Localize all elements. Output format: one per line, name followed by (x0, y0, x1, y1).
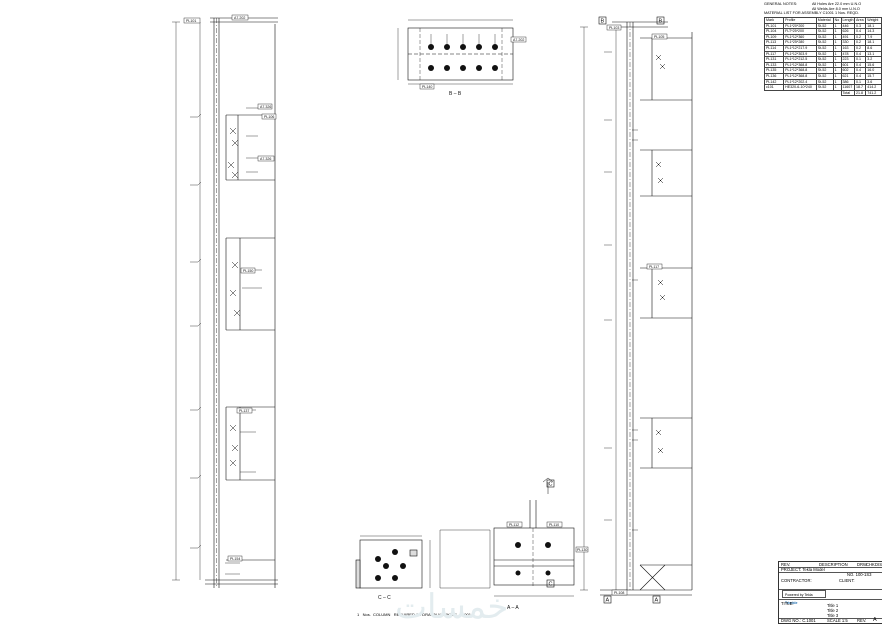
material-cell: PL133 (763, 61, 785, 69)
right-column-elevation (580, 21, 693, 596)
marker-a-right: A (655, 598, 659, 604)
project-row: PROJECT: Tekla Model (779, 567, 882, 573)
material-cell: 1 (832, 67, 842, 74)
marker-c-bottom: C (549, 582, 553, 588)
tag-left-154: PL154 (230, 557, 240, 561)
tag-bb-140: PL140 (422, 85, 432, 89)
tag-weld-1: A7.202 (234, 16, 245, 20)
tag-right-108: PL108 (614, 591, 624, 595)
assembly-line: MATERIAL LIST FOR ASSEMBLY C1001 1 Nos. … (764, 11, 860, 15)
welds-note: All Welds Are 8.0 mm U.N.O (812, 6, 860, 11)
job-no-row: NO. 100-1S3 (847, 572, 872, 577)
tag-left-150: PL150 (243, 269, 253, 273)
material-cell: St-52 (815, 78, 834, 86)
material-cell: 1 (832, 84, 842, 91)
general-notes: GENERAL NOTES: All Holes Are 22.0 mm U.N… (764, 2, 882, 16)
material-header-cell: Mark (763, 17, 785, 24)
holes-note: All Holes Are 22.0 mm U.N.O (812, 2, 862, 6)
material-cell: 18.7 (853, 84, 867, 91)
tag-left-137: PL137 (239, 409, 249, 413)
material-cell: PL142 (763, 78, 785, 86)
tag-right-105: PL105 (654, 35, 664, 39)
section-aa-label: A – A (507, 605, 519, 611)
material-cell: St-52 (815, 67, 834, 74)
material-cell: PL101 (763, 22, 785, 30)
material-cell: 1 (832, 78, 842, 86)
tag-right-117: PL117 (649, 265, 659, 269)
material-cell: 15.6 (865, 61, 882, 69)
material-cell: St-52 (815, 61, 834, 69)
drawing-number-row: DWG NO.: C.1001 SCALE 1:5 REV. A (781, 617, 877, 623)
general-notes-title: GENERAL NOTES: (764, 2, 798, 6)
material-header-cell: Material (815, 17, 834, 24)
material-cell: c101 (763, 84, 785, 91)
material-header-cell: Area (853, 17, 867, 24)
material-cell: HE320-6-10*240 (783, 84, 817, 91)
tag-weld-4: A7.326 (260, 157, 271, 161)
material-cell: St-52 (815, 72, 834, 80)
material-cell: 0.4 (853, 61, 867, 69)
marker-b-right: B (659, 19, 663, 25)
trimble-logo: Powered by Tekla Trimble (782, 590, 826, 605)
tag-aa-112: PL112 (509, 523, 519, 527)
material-cell: 0.3 (853, 22, 867, 30)
material-cell: St-52 (815, 22, 834, 30)
tag-weld-3: A7.326 (260, 105, 271, 109)
section-bb-label: B – B (449, 91, 462, 97)
tag-weld-2: A7.202 (513, 38, 524, 42)
material-list-total: Total 21.8 741.2 (765, 89, 882, 97)
section-cc-label: C – C (378, 595, 391, 601)
tag-left-top: PL101 (186, 19, 196, 23)
material-cell: 0.1 (853, 78, 867, 86)
watermark: خمسات (395, 588, 509, 626)
material-cell: PL135 (763, 67, 785, 74)
section-cc-view (355, 535, 431, 589)
material-cell: 3.6 (865, 78, 882, 86)
material-cell: 15.7 (865, 72, 882, 80)
contractor-row: CONTRACTOR: CLIENT: (779, 577, 882, 590)
marker-b-left: B (601, 19, 605, 25)
material-cell: 0.4 (853, 67, 867, 74)
tag-left-106: PL106 (264, 115, 274, 119)
material-cell: 414.2 (865, 84, 882, 91)
material-header-cell: Weight (865, 17, 882, 24)
marker-c-top: C (549, 482, 553, 488)
bottom-note: 1 Nos. COLUMN REQUIRED AS DRAWN MARKING … (357, 612, 471, 617)
title-row: TITLE: Title 1 Title 2 Title 3 (779, 599, 882, 619)
title-block: REV. DESCRIPTION DRW CHK DIS PROJECT: Te… (778, 561, 882, 624)
material-cell: 1 (832, 72, 842, 80)
section-aa-view (439, 477, 575, 597)
rev-header-row: REV. DESCRIPTION DRW CHK DIS (779, 562, 882, 568)
material-cell: 1 (832, 22, 842, 30)
tag-aa-110: PL110 (549, 523, 559, 527)
material-cell: 18.1 (865, 22, 882, 30)
material-cell: St-52 (815, 84, 834, 91)
tag-aa-130: PL130 (577, 548, 587, 552)
left-column-elevation (172, 17, 278, 588)
material-header-cell: No (832, 17, 842, 24)
material-cell: 1 (832, 61, 842, 69)
material-header-cell: Length (840, 17, 855, 24)
section-bb-view (397, 19, 514, 85)
material-cell: PL136 (763, 72, 785, 80)
material-cell: 0.4 (853, 72, 867, 80)
tag-right-103: PL103 (609, 26, 619, 30)
marker-a-left: A (606, 598, 610, 604)
material-cell: 16.0 (865, 67, 882, 74)
